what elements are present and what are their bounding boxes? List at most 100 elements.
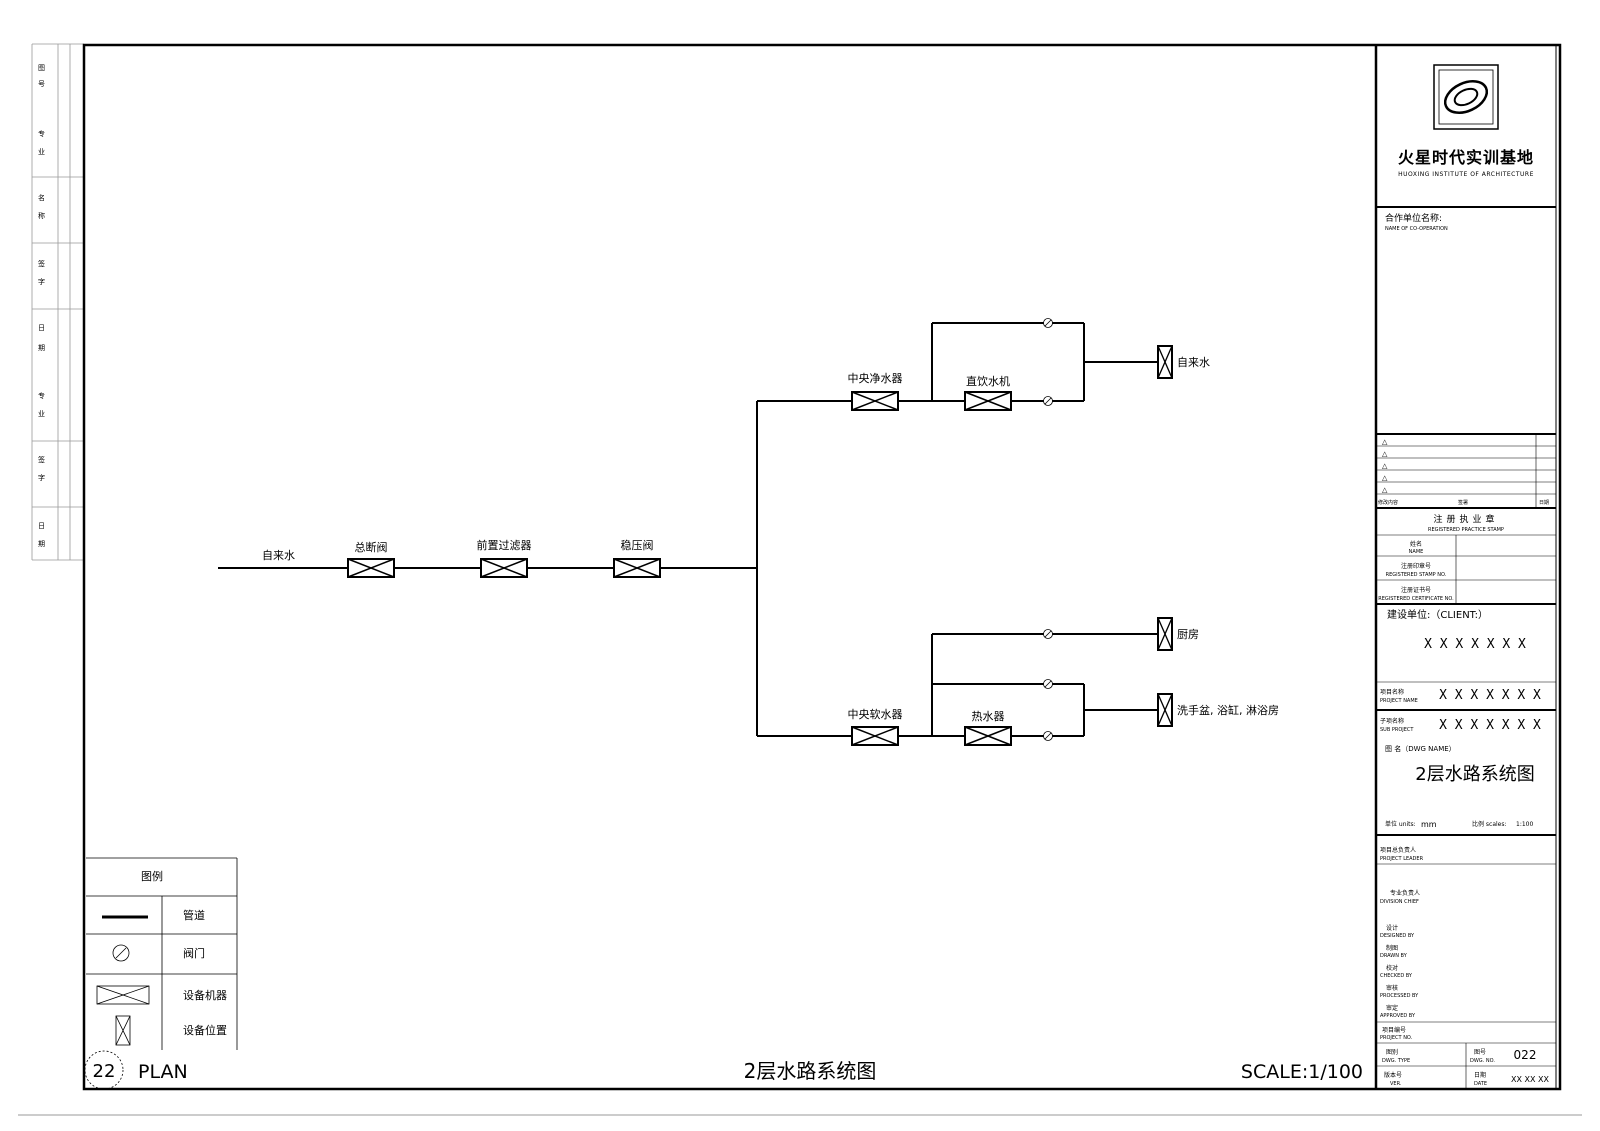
- drawing-frame: [82, 43, 1562, 1091]
- strip-label: 称: [38, 211, 45, 220]
- company-name: 火星时代实训基地: [1398, 148, 1534, 167]
- strip-label: 图: [38, 64, 45, 72]
- scale-value: 1:100: [1516, 821, 1533, 828]
- sub-project-value: X X X X X X X: [1439, 718, 1541, 733]
- strip-label: 期: [38, 344, 45, 352]
- valve-icon: [1043, 679, 1053, 689]
- valve-icon: [1043, 731, 1053, 741]
- project-no-label: 项目编号: [1382, 1026, 1406, 1034]
- reg-name: 姓名: [1410, 540, 1422, 548]
- unit-label: 单位 units:: [1385, 820, 1416, 828]
- footer-title: 2层水路系统图: [744, 1059, 877, 1083]
- svg-text:△: △: [1382, 486, 1388, 494]
- checked-label-en: CHECKED BY: [1380, 973, 1413, 979]
- kitchen-label: 厨房: [1177, 628, 1199, 641]
- softener-label: 中央软水器: [848, 707, 903, 721]
- pipe-network: [218, 322, 1157, 737]
- reviewed-label: 审核: [1386, 984, 1398, 992]
- kitchen-outlet: [1157, 617, 1173, 651]
- sub-project-label-en: SUB PROJECT: [1380, 727, 1414, 733]
- plan-label: PLAN: [138, 1061, 188, 1083]
- title-block: 火星时代实训基地 HUOXING INSTITUTE OF ARCHITECTU…: [1376, 64, 1556, 1089]
- approved-label-en: APPROVED BY: [1380, 1013, 1416, 1019]
- purifier-label: 中央净水器: [848, 371, 903, 385]
- valve-icon: [1043, 629, 1053, 639]
- shutoff-valve-unit: [347, 558, 395, 578]
- bath-outlet: [1157, 693, 1173, 727]
- softener-unit: [851, 726, 899, 746]
- tap-label: 自来水: [1177, 356, 1210, 369]
- leader-label: 项目总负责人: [1380, 846, 1416, 854]
- date-value: XX XX XX: [1511, 1075, 1549, 1084]
- dwg-type-label: 图别: [1386, 1048, 1398, 1056]
- legend-position-label: 设备位置: [183, 1023, 227, 1037]
- checked-label: 校对: [1386, 964, 1398, 972]
- bath-label: 洗手盆, 浴缸, 淋浴房: [1177, 703, 1279, 717]
- approved-label: 审定: [1386, 1004, 1398, 1012]
- pressure-label: 稳压阀: [621, 538, 654, 552]
- svg-text:△: △: [1382, 474, 1388, 482]
- strip-label: 字: [38, 473, 45, 482]
- chief-label: 专业负责人: [1390, 889, 1420, 897]
- designed-label: 设计: [1386, 924, 1398, 932]
- strip-label: 专: [38, 391, 45, 400]
- designed-label-en: DESIGNED BY: [1380, 933, 1415, 939]
- reg-name-en: NAME: [1409, 549, 1424, 555]
- valve-icon: [1043, 318, 1053, 328]
- client-label: 建设单位:（CLIENT:）: [1387, 608, 1488, 621]
- strip-label: 业: [38, 409, 45, 418]
- footer-scale: SCALE:1/100: [1241, 1061, 1363, 1083]
- dwg-name-label: 图 名（DWG NAME）: [1385, 744, 1456, 753]
- reg-title-en: REGISTERED PRACTICE STAMP: [1428, 527, 1504, 533]
- tap-outlet: [1157, 345, 1173, 379]
- valve-icon: [1043, 396, 1053, 406]
- drawn-label: 制图: [1386, 944, 1398, 952]
- leader-label-en: PROJECT LEADER: [1380, 856, 1424, 862]
- svg-text:△: △: [1382, 450, 1388, 458]
- drawing-number: 22: [93, 1061, 116, 1082]
- strip-label: 签: [38, 455, 45, 464]
- inlet-label: 自来水: [262, 549, 295, 562]
- water-system-diagram: 自来水 总断阀 前置过滤器 稳压阀 中央净水器 直饮水机 自来水 中央软水器 热…: [218, 318, 1279, 746]
- dwg-type-label-en: DWG. TYPE: [1382, 1058, 1410, 1064]
- project-label-en: PROJECT NAME: [1380, 698, 1418, 704]
- version-label-en: VER.: [1390, 1081, 1402, 1087]
- legend-pipe-label: 管道: [183, 908, 205, 922]
- project-no-label-en: PROJECT NO.: [1380, 1035, 1413, 1041]
- reviewed-label-en: PROCESSED BY: [1380, 993, 1419, 999]
- left-signature-strip: 图 号 专 业 名 称 签 字 日 期 专 业 签 字 日 期: [31, 43, 84, 561]
- position-symbol-icon: [115, 1015, 131, 1046]
- strip-label: 业: [38, 147, 45, 156]
- reg-stamp-en: REGISTERED STAMP NO.: [1386, 572, 1447, 578]
- date-label-en: DATE: [1474, 1081, 1487, 1087]
- dwg-no-label-en: DWG. NO.: [1470, 1058, 1495, 1064]
- svg-text:△: △: [1382, 462, 1388, 470]
- strip-label: 字: [38, 277, 45, 286]
- dwg-no-value: 022: [1514, 1048, 1537, 1062]
- dwg-no-label: 图号: [1474, 1049, 1486, 1056]
- project-label: 项目名称: [1380, 688, 1404, 696]
- chief-label-en: DIVISION CHIEF: [1380, 899, 1419, 905]
- dwg-name: 2层水路系统图: [1415, 764, 1534, 785]
- sub-project-label: 子项名称: [1380, 717, 1404, 725]
- drawing-footer: 22 PLAN 2层水路系统图 SCALE:1/100: [84, 1050, 1363, 1090]
- coop-label-en: NAME OF CO-OPERATION: [1385, 226, 1448, 232]
- revision-col-content: 修改内容: [1378, 499, 1398, 506]
- reg-stamp: 注册印章号: [1401, 562, 1431, 570]
- reg-cert-en: REGISTERED CERTIFICATE NO.: [1378, 596, 1454, 602]
- strip-label: 日: [38, 522, 45, 530]
- direct-drink-unit: [964, 391, 1012, 411]
- drawn-label-en: DRAWN BY: [1380, 953, 1408, 959]
- strip-label: 日: [38, 324, 45, 332]
- strip-label: 名: [38, 193, 45, 202]
- water-heater-unit: [964, 726, 1012, 746]
- valve-symbol-icon: [112, 944, 130, 962]
- unit-value: mm: [1421, 820, 1437, 829]
- legend-valve-label: 阀门: [183, 946, 205, 960]
- legend-table: 图例 管道 阀门 设备机器 设备位置: [86, 857, 238, 1050]
- purifier-unit: [851, 391, 899, 411]
- reg-title: 注册执业章: [1433, 513, 1498, 525]
- legend-equipment-label: 设备机器: [183, 988, 227, 1002]
- strip-label: 期: [38, 540, 45, 548]
